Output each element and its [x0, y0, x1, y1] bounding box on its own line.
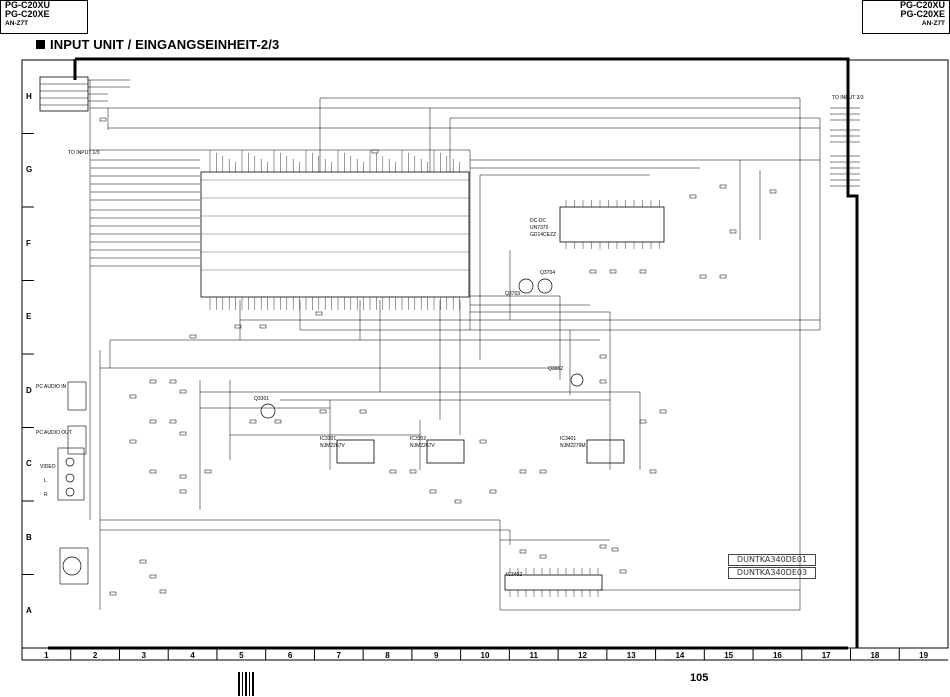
ic3401-body — [586, 439, 625, 464]
connector-block-main — [200, 171, 470, 298]
col-label-13: 13 — [626, 651, 636, 660]
row-label-d: D — [26, 385, 32, 395]
col-label-16: 16 — [772, 651, 782, 660]
right-model-1: PG-C20XU — [899, 0, 945, 10]
q3302-symbol — [570, 373, 584, 387]
ic3402-body — [504, 574, 603, 591]
row-label-a: A — [26, 606, 32, 616]
q3301-symbol — [260, 403, 276, 419]
to-input-33-label: TO INPUT 3/3 — [832, 95, 864, 101]
col-label-17: 17 — [821, 651, 831, 660]
col-label-3: 3 — [141, 651, 147, 660]
col-label-19: 19 — [919, 651, 929, 660]
code-box-2: DUNTKA340DE03 — [728, 567, 816, 579]
barcode-mark — [238, 672, 254, 696]
dcdc-part: UN7370 — [530, 225, 549, 231]
r-label: R — [44, 492, 48, 498]
left-model-2: PG-C20XE — [5, 9, 50, 19]
col-label-2: 2 — [92, 651, 98, 660]
ic3302-body — [426, 439, 465, 464]
row-ticks — [22, 133, 34, 575]
ic3302-part: NJM2267V — [410, 443, 435, 449]
ic3301-body — [336, 439, 375, 464]
model-box-left: PG-C20XU PG-C20XE AN-Z7T — [0, 0, 88, 34]
page-number: 105 — [690, 672, 709, 684]
col-ticks — [70, 648, 900, 660]
col-label-10: 10 — [480, 651, 490, 660]
col-label-11: 11 — [529, 651, 538, 660]
col-label-5: 5 — [239, 651, 244, 660]
col-label-14: 14 — [675, 651, 685, 660]
to-input-13-label: TO INPUT 1/3 — [68, 150, 100, 156]
pc-audio-in-label: PC AUDIO IN — [36, 384, 67, 390]
col-label-4: 4 — [190, 651, 195, 660]
title-text: INPUT UNIT / EINGANGSEINHEIT-2/3 — [50, 37, 280, 52]
dcdc-label: DC-DC — [530, 218, 547, 224]
connector-top-left — [39, 76, 89, 112]
col-label-12: 12 — [578, 651, 587, 660]
title-square-icon — [36, 40, 45, 49]
row-label-g: G — [26, 165, 33, 175]
q3301-label: Q3301 — [254, 396, 270, 402]
left-sub: AN-Z7T — [5, 20, 29, 27]
thick-border-top-right — [75, 57, 859, 648]
code-box-1: DUNTKA340DE01 — [728, 554, 816, 566]
col-label-7: 7 — [336, 651, 341, 660]
row-label-f: F — [26, 238, 31, 248]
col-label-18: 18 — [870, 651, 880, 660]
col-label-8: 8 — [385, 651, 390, 660]
q3703-label: Q3703 — [505, 291, 521, 297]
row-label-c: C — [26, 459, 32, 469]
svideo-jack — [62, 556, 82, 576]
right-sub: AN-Z7T — [921, 20, 945, 27]
pc-audio-out-label: PC AUDIO OUT — [36, 430, 72, 436]
row-label-b: B — [26, 532, 32, 542]
col-label-9: 9 — [434, 651, 439, 660]
left-model-1: PG-C20XU — [5, 0, 51, 10]
col-label-1: 1 — [44, 651, 49, 660]
page-title: INPUT UNIT / EINGANGSEINHEIT-2/3 — [36, 37, 279, 52]
q3704-symbol — [537, 278, 553, 294]
ic3402-label: IC3402 — [506, 572, 523, 578]
ic3401-label: IC3401 — [560, 436, 577, 442]
row-label-e: E — [26, 312, 32, 322]
dcdc-ref: GD14CEZZ — [530, 232, 557, 238]
model-box-right: PG-C20XU PG-C20XE AN-Z7T — [862, 0, 950, 34]
col-label-15: 15 — [724, 651, 734, 660]
l-label: L — [44, 478, 47, 484]
right-model-2: PG-C20XE — [900, 9, 945, 19]
q3704-label: Q3704 — [540, 270, 556, 276]
ic3401-part: NJM2279M — [560, 443, 586, 449]
q3302-label: Q3302 — [548, 366, 564, 372]
ic3302-label: IC3302 — [410, 436, 427, 442]
ic3301-part: NJM2267V — [320, 443, 345, 449]
row-label-h: H — [26, 91, 32, 101]
ic3301-label: IC3301 — [320, 436, 337, 442]
dcdc-ic — [559, 206, 665, 243]
q3703-symbol — [518, 278, 534, 294]
col-label-6: 6 — [287, 651, 293, 660]
video-label: VIDEO — [40, 464, 56, 470]
